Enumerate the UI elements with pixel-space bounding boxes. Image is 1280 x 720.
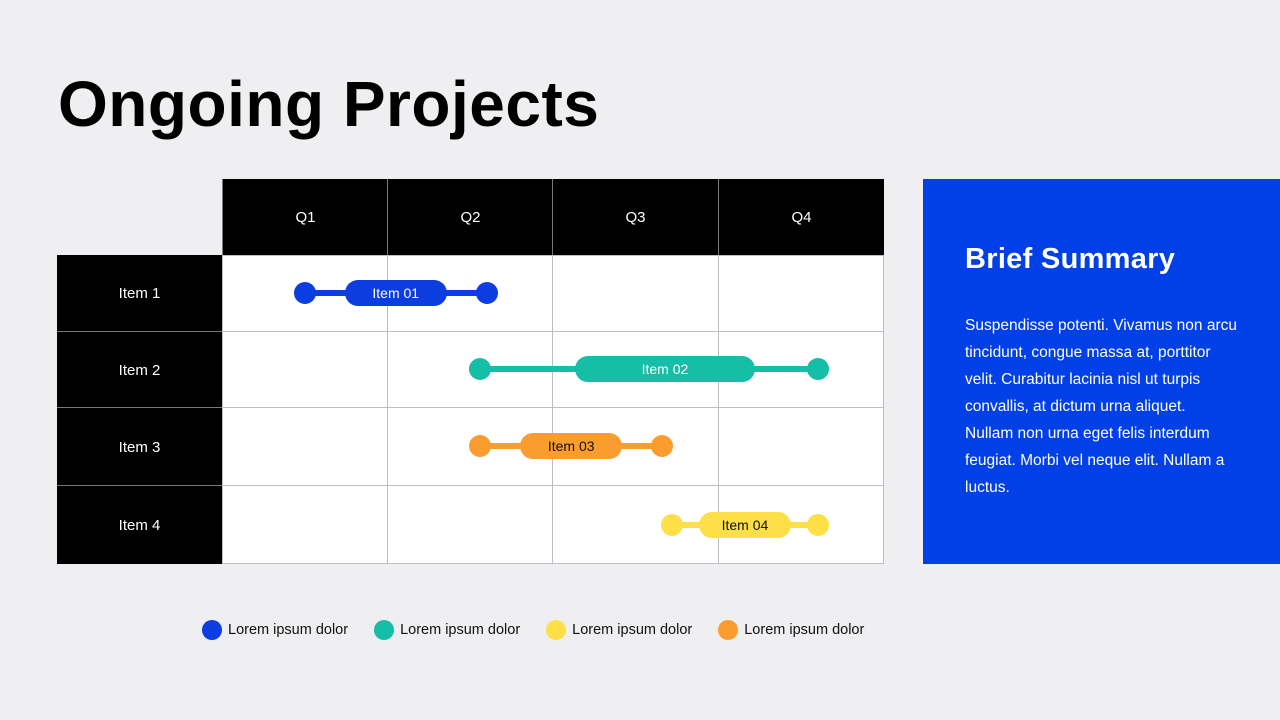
start-dot-icon bbox=[293, 282, 316, 304]
legend-label: Lorem ipsum dolor bbox=[744, 622, 865, 638]
start-dot-icon bbox=[661, 513, 684, 536]
row-label-item-3: Item 3 bbox=[57, 407, 222, 486]
legend-label: Lorem ipsum dolor bbox=[228, 622, 349, 638]
column-header-q2: Q2 bbox=[387, 179, 553, 255]
timeline-bar-label: Item 04 bbox=[698, 511, 791, 538]
row-label-item-1: Item 1 bbox=[57, 255, 222, 332]
legend-dot-icon bbox=[718, 620, 739, 640]
timeline-bar-label: Item 03 bbox=[520, 433, 623, 459]
legend-item: Lorem ipsum dolor bbox=[202, 620, 348, 640]
timeline-bar-3: Item 03 bbox=[469, 433, 674, 459]
legend-item: Lorem ipsum dolor bbox=[546, 620, 692, 640]
row-label-item-4: Item 4 bbox=[57, 485, 222, 564]
end-dot-icon bbox=[806, 358, 829, 380]
column-header-q3: Q3 bbox=[552, 179, 718, 255]
project-timeline: Q1 Q2 Q3 Q4 Item 1 Item 2 Item 3 Item 4 … bbox=[57, 179, 884, 564]
timeline-bar-1: Item 01 bbox=[293, 280, 498, 306]
grid-cell bbox=[718, 407, 884, 485]
timeline-bar-label: Item 02 bbox=[575, 356, 755, 382]
legend-label: Lorem ipsum dolor bbox=[400, 622, 521, 638]
end-dot-icon bbox=[475, 282, 498, 304]
grid-cell bbox=[718, 255, 884, 331]
timeline-bar-label: Item 01 bbox=[344, 280, 447, 306]
legend-item: Lorem ipsum dolor bbox=[718, 620, 864, 640]
legend-dot-icon bbox=[546, 620, 567, 640]
legend-dot-icon bbox=[202, 620, 222, 640]
summary-heading: Brief Summary bbox=[965, 243, 1176, 275]
column-header-q1: Q1 bbox=[222, 179, 388, 255]
page-title: Ongoing Projects bbox=[58, 68, 600, 140]
grid-cell bbox=[387, 485, 552, 564]
summary-panel: Brief Summary Suspendisse potenti. Vivam… bbox=[923, 179, 1280, 564]
end-dot-icon bbox=[806, 513, 829, 536]
start-dot-icon bbox=[469, 435, 492, 457]
start-dot-icon bbox=[469, 358, 492, 380]
timeline-bar-4: Item 04 bbox=[661, 511, 829, 538]
legend-dot-icon bbox=[374, 620, 395, 640]
row-label-item-2: Item 2 bbox=[57, 331, 222, 408]
grid-cell bbox=[222, 407, 387, 485]
grid-cell bbox=[222, 331, 387, 407]
grid-cell bbox=[222, 485, 387, 564]
column-header-q4: Q4 bbox=[718, 179, 884, 255]
end-dot-icon bbox=[651, 435, 674, 457]
timeline-bar-2: Item 02 bbox=[469, 356, 829, 382]
legend-label: Lorem ipsum dolor bbox=[572, 622, 693, 638]
legend-item: Lorem ipsum dolor bbox=[374, 620, 520, 640]
legend: Lorem ipsum dolor Lorem ipsum dolor Lore… bbox=[202, 620, 890, 640]
summary-body: Suspendisse potenti. Vivamus non arcu ti… bbox=[965, 317, 1237, 496]
grid-cell bbox=[552, 255, 718, 331]
